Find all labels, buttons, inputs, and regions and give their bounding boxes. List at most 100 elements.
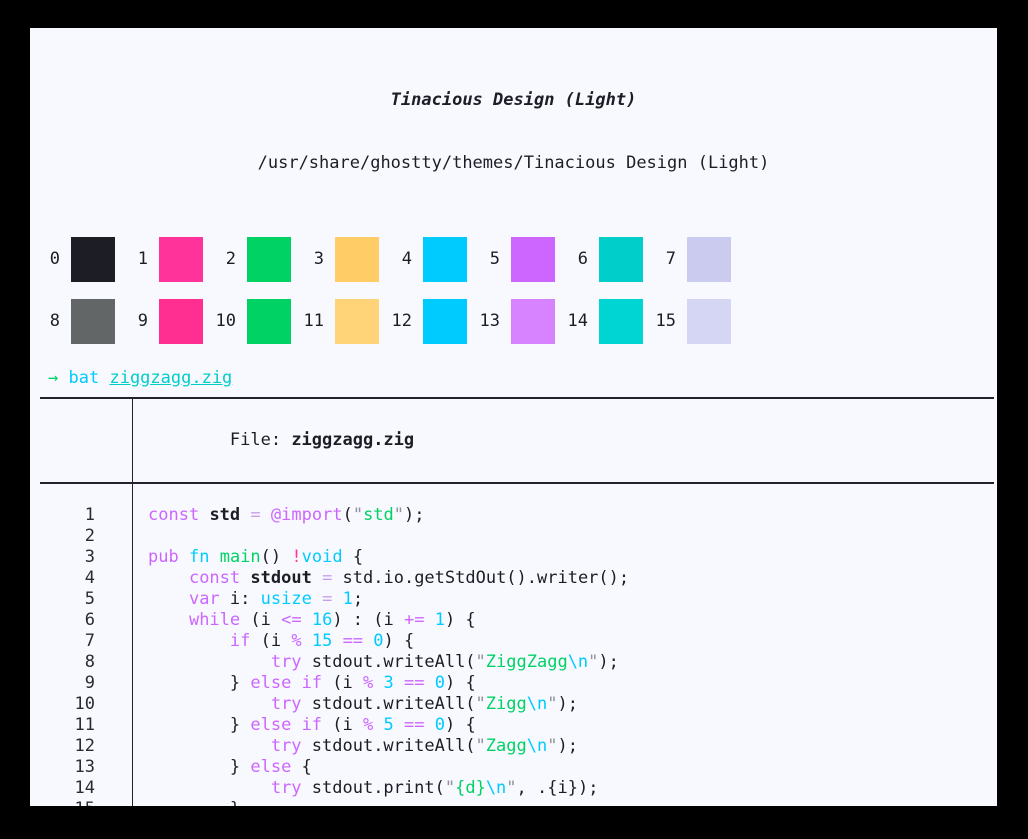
theme-title: Tinacious Design (Light) [390,90,637,110]
terminal-window[interactable]: Tinacious Design (Light) /usr/share/ghos… [30,28,997,806]
text-run: == [342,631,364,651]
palette-index: 8 [49,311,60,331]
color-swatch [423,299,467,344]
text-run [424,610,434,630]
text-run: (i [240,610,282,630]
code-content: } else if (i % 3 == 0) { [133,673,994,694]
text-run [58,368,68,388]
text-run [148,694,271,714]
text-run: " [475,652,486,672]
color-swatch [71,299,115,344]
text-run: % [363,715,374,735]
text-run [148,589,189,609]
text-run: = [322,589,333,609]
text-run [291,715,301,735]
code-line: 14 try stdout.print("{d}\n", .{i}); [40,778,994,799]
text-run [373,673,383,693]
code-content: var i: usize = 1; [133,589,994,610]
palette-cell: 1 [118,237,206,282]
color-swatch [335,299,379,344]
text-run: } [148,757,251,777]
text-run: { [342,547,364,567]
palette-index: 15 [655,311,676,331]
text-run: if [229,631,251,651]
palette-cell: 11 [294,299,382,344]
palette-index: 7 [665,249,676,269]
text-run [394,715,404,735]
text-run: } [148,715,251,735]
code-content: try stdout.print("{d}\n", .{i}); [133,778,994,799]
code-content: while (i <= 16) : (i += 1) { [133,610,994,631]
text-run: " [547,694,558,714]
line-number: 8 [40,652,133,673]
text-run: const [188,568,241,588]
line-number: 5 [40,589,133,610]
text-run [148,610,189,630]
text-run: , .{i}); [516,778,599,798]
text-run: while [188,610,241,630]
file-label: File: [229,430,292,450]
palette-cell: 10 [206,299,294,344]
text-run: ; [352,589,364,609]
text-run: stdout [250,568,312,588]
text-run: (i [322,715,363,735]
text-run: = [250,505,261,525]
palette-index: 13 [479,311,500,331]
text-run: " [506,778,517,798]
palette-cell: 8 [30,299,118,344]
command-line: → bat ziggzagg.zig [48,368,997,389]
text-run [148,736,271,756]
line-number: 4 [40,568,133,589]
text-run: 16 [311,610,333,630]
text-run: " [547,736,558,756]
code-line: 12 try stdout.writeAll("Zagg\n"); [40,736,994,757]
text-run: stdout.writeAll( [301,736,476,756]
text-run: == [404,715,425,735]
line-number: 7 [40,631,133,652]
palette-cell: 5 [470,237,558,282]
text-run: ) : (i [332,610,404,630]
text-run [179,547,189,567]
text-run: ) { [444,610,476,630]
text-run [199,505,209,525]
text-run [394,673,404,693]
text-run: else [250,715,292,735]
text-run [373,715,383,735]
file-name: ziggzagg.zig [291,430,415,450]
line-number: 12 [40,736,133,757]
text-run: i: [219,589,261,609]
text-run: 5 [383,715,394,735]
text-run: ZiggZagg [485,652,568,672]
text-run: std [363,505,394,525]
theme-path: /usr/share/ghostty/themes/Tinacious Desi… [257,153,770,173]
text-run: Zagg [485,736,527,756]
text-run: == [404,673,425,693]
code-line: 10 try stdout.writeAll("Zigg\n"); [40,694,994,715]
text-run: ) { [444,673,476,693]
palette-cell: 6 [558,237,646,282]
text-run[interactable]: ziggzagg.zig [109,368,233,388]
text-run: void [301,547,343,567]
code-content: if (i % 15 == 0) { [133,631,994,652]
text-run [99,368,109,388]
palette-index: 3 [313,249,324,269]
text-run: try [270,694,302,714]
palette-cell: 14 [558,299,646,344]
code-content: pub fn main() !void { [133,547,994,568]
palette-cell: 3 [294,237,382,282]
color-swatch [159,299,203,344]
color-swatch [599,299,643,344]
text-run: 1 [434,610,445,630]
text-run [261,505,271,525]
text-run: try [270,736,302,756]
line-number: 13 [40,757,133,778]
text-run: main [219,547,261,567]
text-run: if [301,715,323,735]
text-run: stdout.writeAll( [301,652,476,672]
text-run: % [363,673,374,693]
